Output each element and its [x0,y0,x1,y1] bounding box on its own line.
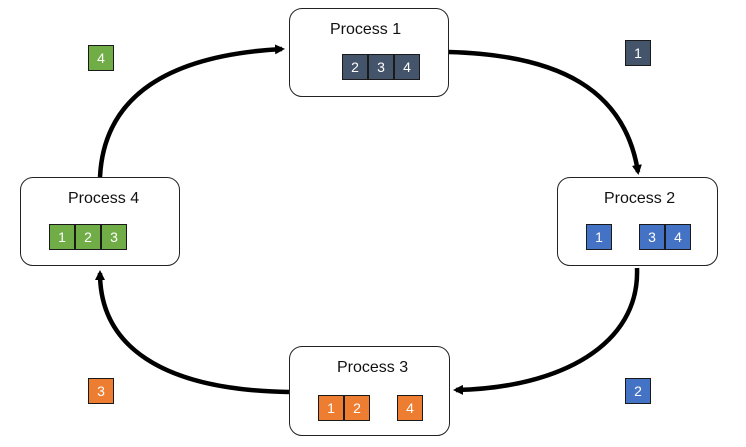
message-chip-3: 3 [88,378,114,404]
message-chip-4: 4 [88,45,114,71]
process-1-block: 3 [368,54,394,80]
process-2-block: 1 [586,224,612,250]
process-2-block: 3 [639,224,665,250]
process-2-title: Process 2 [604,190,676,207]
message-chip-2: 2 [625,378,651,404]
process-1-node: Process 1 2 3 4 [289,8,449,97]
process-1-title: Process 1 [330,21,402,38]
process-1-block: 4 [394,54,420,80]
process-4-node: Process 4 1 2 3 [20,177,180,266]
process-3-title: Process 3 [337,359,409,376]
process-3-block: 4 [397,395,423,421]
process-4-block: 3 [101,224,127,250]
arrow-p4-to-p1 [97,44,285,178]
process-4-block: 1 [49,224,75,250]
message-chip-1: 1 [625,40,651,66]
process-4-block: 2 [75,224,101,250]
process-2-block: 4 [665,224,691,250]
process-3-block: 2 [344,395,370,421]
arrow-p3-to-p4 [95,270,290,395]
arrow-p1-to-p2 [448,49,642,175]
process-4-title: Process 4 [68,190,140,207]
process-3-node: Process 3 1 2 4 [289,346,450,436]
arrow-p2-to-p3 [453,267,640,395]
process-1-block: 2 [342,54,368,80]
process-3-block: 1 [318,395,344,421]
process-2-node: Process 2 1 3 4 [557,177,718,266]
